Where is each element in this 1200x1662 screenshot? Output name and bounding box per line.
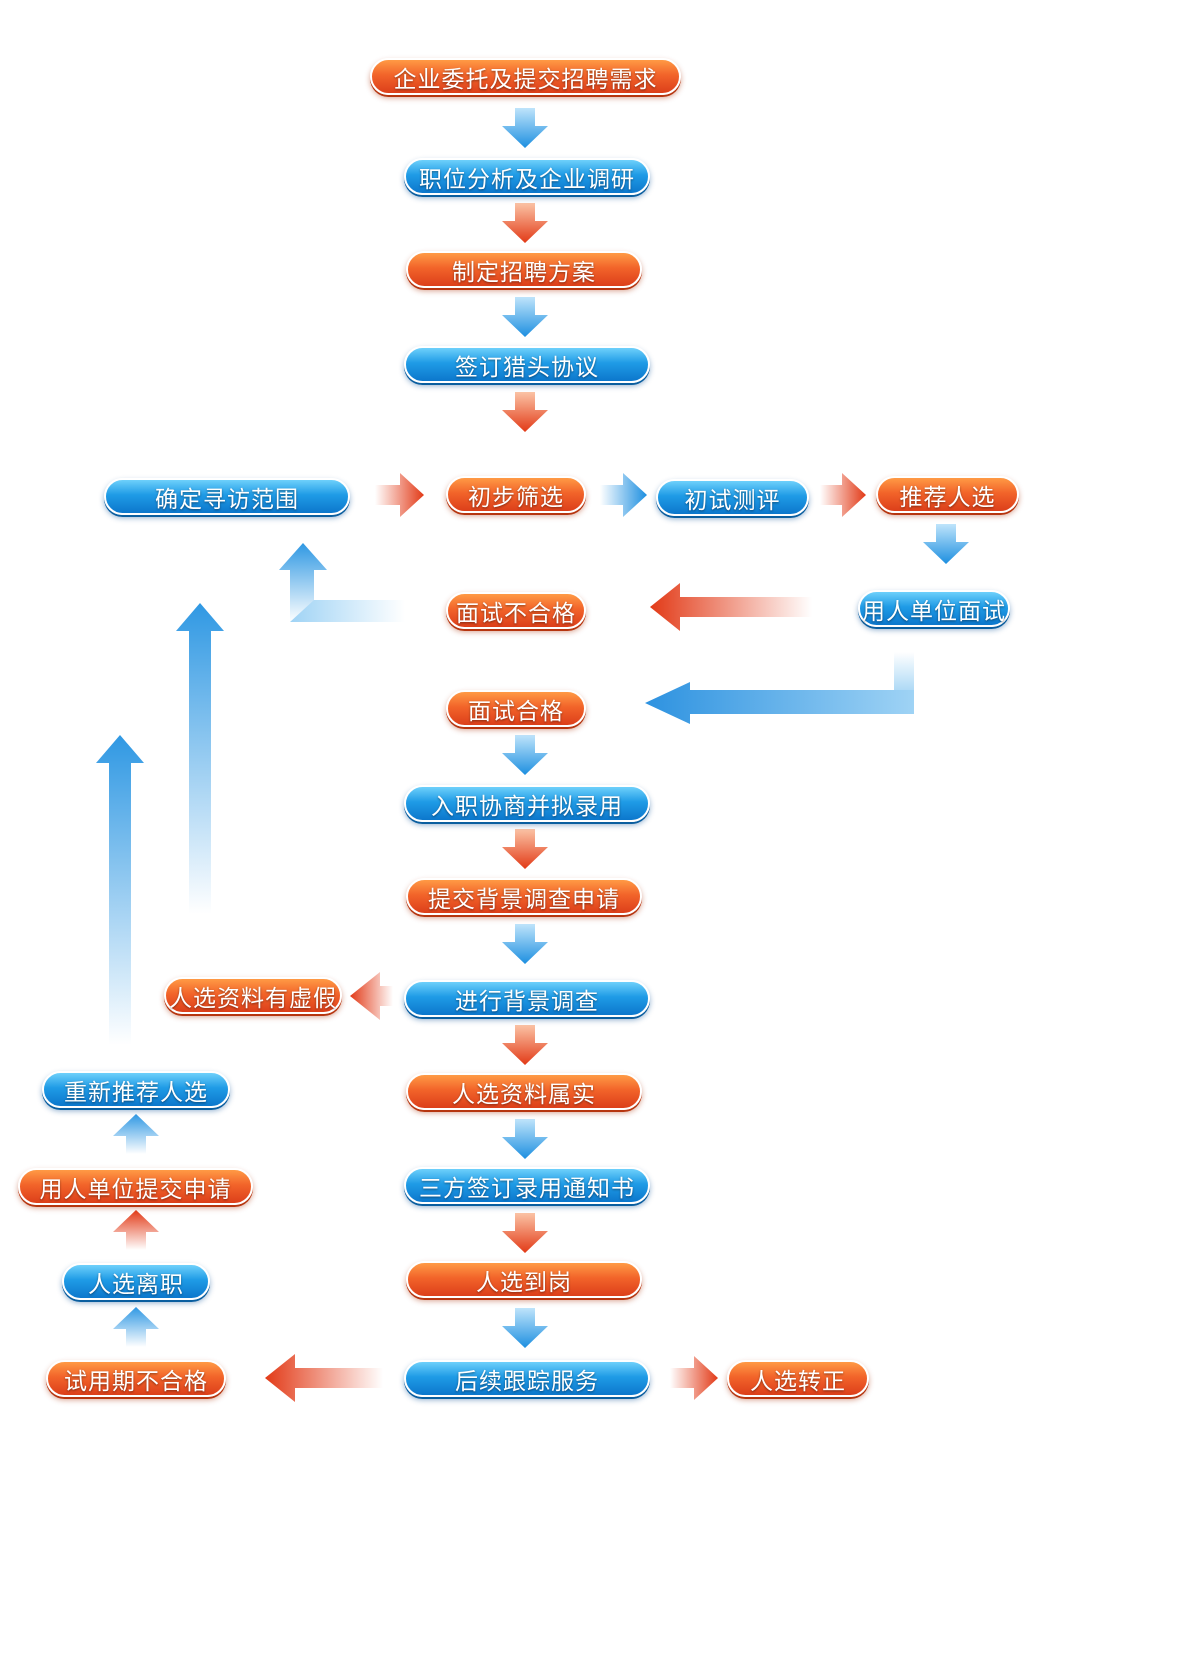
node-n17: 三方签订录用通知书 [404,1167,650,1204]
arrow-n6-n7 [600,473,647,517]
node-n1: 企业委托及提交招聘需求 [370,58,681,95]
arrow-n10-n5-head [279,543,327,622]
node-n16: 人选资料属实 [406,1073,642,1110]
edge-layer [96,108,969,1402]
arrow-n4-n5 [502,392,548,432]
arrow-n18-n19 [502,1308,548,1348]
node-n8: 推荐人选 [876,476,1019,513]
node-n23: 用人单位提交申请 [18,1168,253,1205]
arrow-n11-n12 [502,735,548,775]
arrow-n9-n11-head [645,682,914,724]
node-n2: 职位分析及企业调研 [404,158,650,195]
arrow-n7-n8 [820,473,866,517]
node-n24: 重新推荐人选 [42,1071,230,1108]
node-n15: 人选资料有虚假 [164,977,342,1014]
arrow-n22-n23 [113,1210,159,1250]
node-n3: 制定招聘方案 [406,251,642,288]
arrow-n14-n15 [350,972,393,1020]
arrow-n23-n24 [113,1114,159,1154]
arrow-n5-n6 [375,473,424,517]
arrow-n24-n5 [96,735,144,1045]
node-n6: 初步筛选 [446,476,586,513]
node-n10: 面试不合格 [446,592,586,629]
arrow-n21-n22 [113,1307,159,1347]
arrow-n8-n9 [923,524,969,564]
arrow-n1-n2 [502,108,548,148]
arrow-n10-n5-tail [290,600,405,622]
node-n4: 签订猎头协议 [404,346,650,383]
arrow-n3-n4 [502,297,548,337]
arrow-n9-n10 [650,583,812,631]
node-n20: 人选转正 [727,1360,869,1397]
node-n14: 进行背景调查 [404,980,650,1017]
node-n22: 人选离职 [62,1263,210,1300]
arrow-n14-n16 [502,1025,548,1065]
node-n12: 入职协商并拟录用 [404,785,650,822]
arrow-n15-n5 [176,603,224,914]
node-n21: 试用期不合格 [46,1360,226,1397]
node-n9: 用人单位面试 [858,590,1010,627]
node-n11: 面试合格 [446,690,586,727]
node-n5: 确定寻访范围 [104,478,350,515]
node-n13: 提交背景调查申请 [406,878,642,915]
arrow-n17-n18 [502,1213,548,1253]
arrow-n19-n21 [265,1354,383,1402]
arrow-n19-n20 [670,1356,718,1400]
arrow-n2-n3 [502,203,548,243]
node-n7: 初试测评 [656,479,809,516]
arrow-n16-n17 [502,1119,548,1159]
arrow-n12-n13 [502,829,548,869]
node-n19: 后续跟踪服务 [404,1360,650,1397]
node-n18: 人选到岗 [406,1261,642,1298]
arrow-n13-n14 [502,924,548,964]
